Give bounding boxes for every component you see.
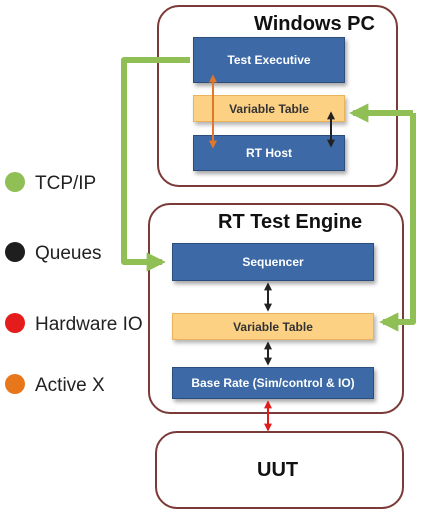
sequencer-label: Sequencer: [242, 255, 304, 269]
pc-variable-table-block: Variable Table: [193, 95, 345, 122]
legend-label: Hardware IO: [35, 314, 143, 335]
rt-test-engine-title: RT Test Engine: [218, 211, 363, 233]
tcpip-arrow-pc-table-to-rt-table: [379, 113, 416, 332]
legend-label: Active X: [35, 375, 105, 396]
queues-legend-dot: [5, 242, 25, 262]
legend-item-hardware-io: Hardware IO: [5, 311, 145, 339]
rt-variable-table-block: Variable Table: [172, 313, 374, 340]
legend-item-tcpip: TCP/IP: [5, 170, 145, 198]
legend-label: TCP/IP: [35, 173, 97, 194]
uut-title: UUT: [257, 459, 299, 481]
test-executive-block: Test Executive: [193, 37, 345, 83]
activex-legend-dot: [5, 374, 25, 394]
windows-pc-title: Windows PC: [254, 13, 375, 35]
legend-label: Queues: [35, 243, 102, 264]
legend-item-queues: Queues: [5, 240, 145, 268]
uut-container: UUT: [155, 431, 404, 509]
sequencer-block: Sequencer: [172, 243, 374, 281]
base-rate-label: Base Rate (Sim/control & IO): [191, 376, 355, 390]
test-executive-label: Test Executive: [227, 53, 311, 67]
tcpip-legend-dot: [5, 172, 25, 192]
legend-item-activex: Active X: [5, 372, 145, 400]
rt-variable-table-label: Variable Table: [233, 319, 313, 334]
base-rate-block: Base Rate (Sim/control & IO): [172, 367, 374, 399]
tcpip-arrow-test-executive-to-sequencer: [121, 57, 190, 272]
pc-variable-table-label: Variable Table: [229, 101, 309, 116]
rt-host-block: RT Host: [193, 135, 345, 171]
hardware-io-legend-dot: [5, 313, 25, 333]
rt-host-label: RT Host: [246, 146, 292, 160]
